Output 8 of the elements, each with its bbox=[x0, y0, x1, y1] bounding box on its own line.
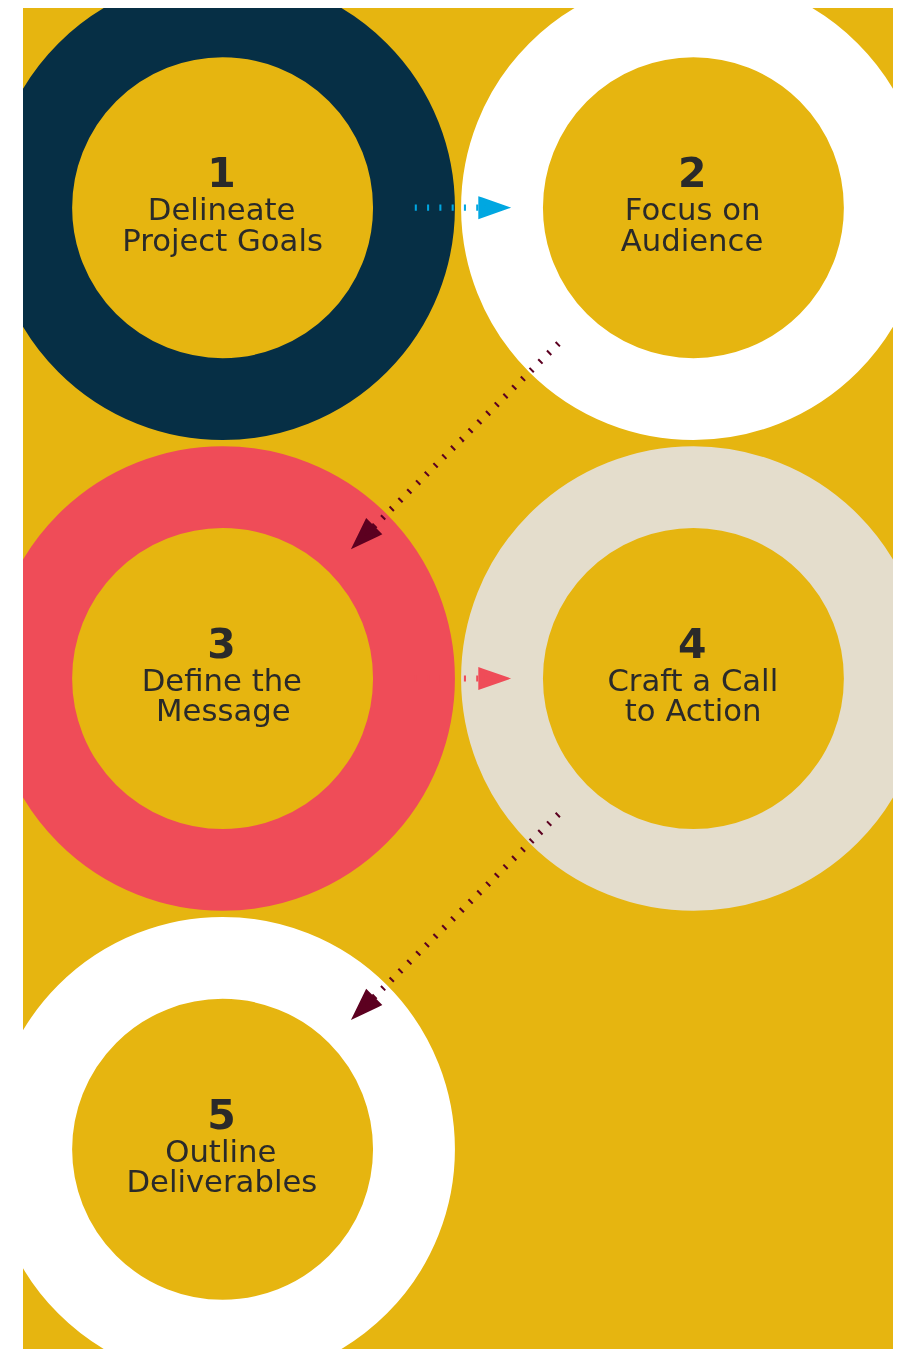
arrow bbox=[350, 341, 561, 550]
node-circle: 2 Focus on Audience bbox=[460, 8, 893, 440]
node-circle: 4 Craft a Call to Action bbox=[460, 446, 893, 911]
arrow bbox=[414, 196, 511, 220]
node-circle: 3 Define the Message bbox=[22, 446, 455, 911]
arrow bbox=[350, 812, 561, 1021]
node-circle: 1 Delineate Project Goals bbox=[22, 8, 455, 440]
node-circle: 5 Outline Deliverables bbox=[22, 917, 455, 1349]
